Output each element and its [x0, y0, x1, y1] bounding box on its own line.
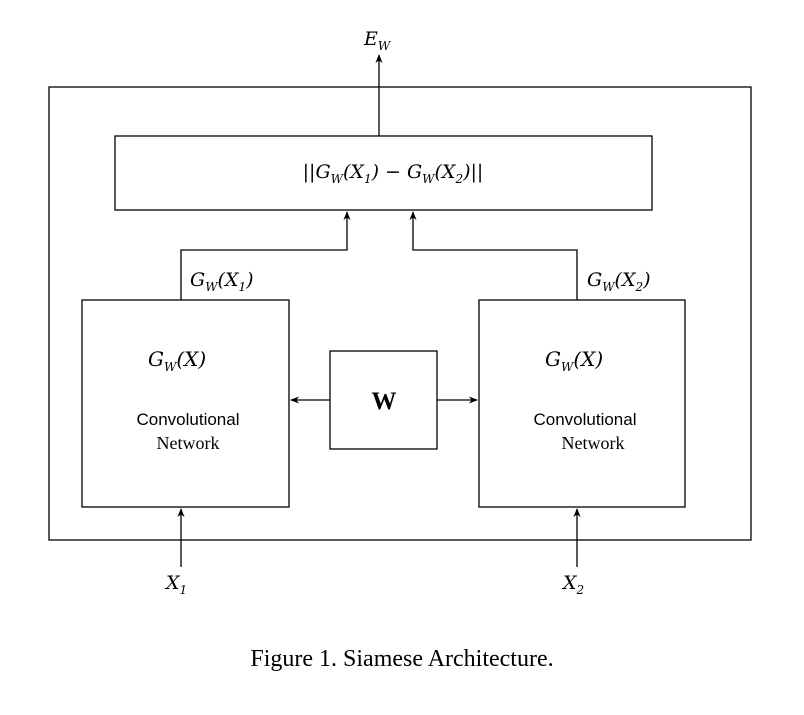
right-network-box	[478, 299, 686, 508]
left-network-function: GW(X)	[148, 347, 206, 374]
right-branch-label: GW(X2)	[587, 269, 651, 294]
left-network-box	[81, 299, 290, 508]
left-output-arrow	[180, 211, 351, 300]
left-network-subtitle: Network	[157, 433, 220, 453]
output-label: EW	[363, 28, 392, 53]
right-network-subtitle: Network	[562, 433, 625, 453]
left-branch-label: GW(X1)	[190, 269, 254, 294]
left-network-title: Convolutional	[136, 410, 239, 429]
distance-formula: ||GW(X1) − GW(X2)||	[303, 161, 484, 186]
right-network-title: Convolutional	[533, 410, 636, 429]
right-network-function: GW(X)	[545, 347, 603, 374]
distance-box	[114, 135, 653, 211]
figure-caption: Figure 1. Siamese Architecture.	[250, 646, 554, 672]
right-input-label: X2	[561, 572, 584, 597]
left-input-label: X1	[164, 572, 187, 597]
right-output-arrow	[409, 211, 578, 300]
siamese-diagram: EW ||GW(X1) − GW(X2)|| GW(X1) GW(X2) GW(…	[48, 28, 752, 597]
shared-weights-label: W	[372, 388, 397, 415]
